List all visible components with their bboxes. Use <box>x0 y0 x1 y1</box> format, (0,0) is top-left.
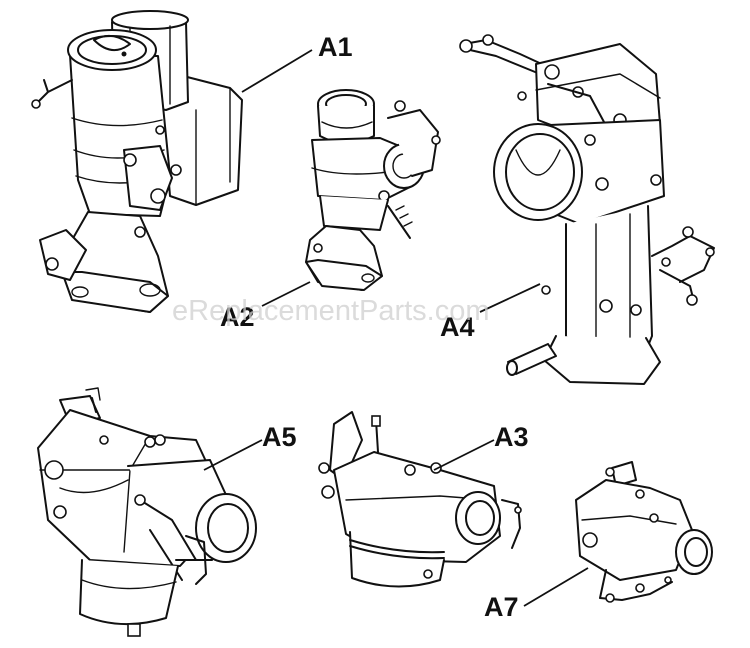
watermark: eReplacementParts.com <box>172 295 490 327</box>
carburetor-a1[interactable] <box>31 10 243 313</box>
leader-line-a3 <box>433 439 495 471</box>
leader-line-a1 <box>241 49 313 93</box>
leader-line-a5 <box>203 439 263 471</box>
carburetor-a5[interactable] <box>37 387 257 637</box>
callout-a4: A4 <box>440 312 475 342</box>
callout-a7: A7 <box>484 592 519 622</box>
leader-line-a4 <box>479 283 541 313</box>
carburetor-a3[interactable] <box>318 411 522 588</box>
carburetor-a4[interactable] <box>459 34 715 385</box>
carburetor-a7[interactable] <box>575 461 713 603</box>
leader-line-a7 <box>523 567 589 607</box>
callout-a3: A3 <box>494 422 529 452</box>
callout-a1: A1 <box>318 32 353 62</box>
leader-line-a2 <box>261 281 311 307</box>
carburetor-a2[interactable] <box>305 89 441 291</box>
callout-a2: A2 <box>220 302 255 332</box>
callout-a5: A5 <box>262 422 297 452</box>
